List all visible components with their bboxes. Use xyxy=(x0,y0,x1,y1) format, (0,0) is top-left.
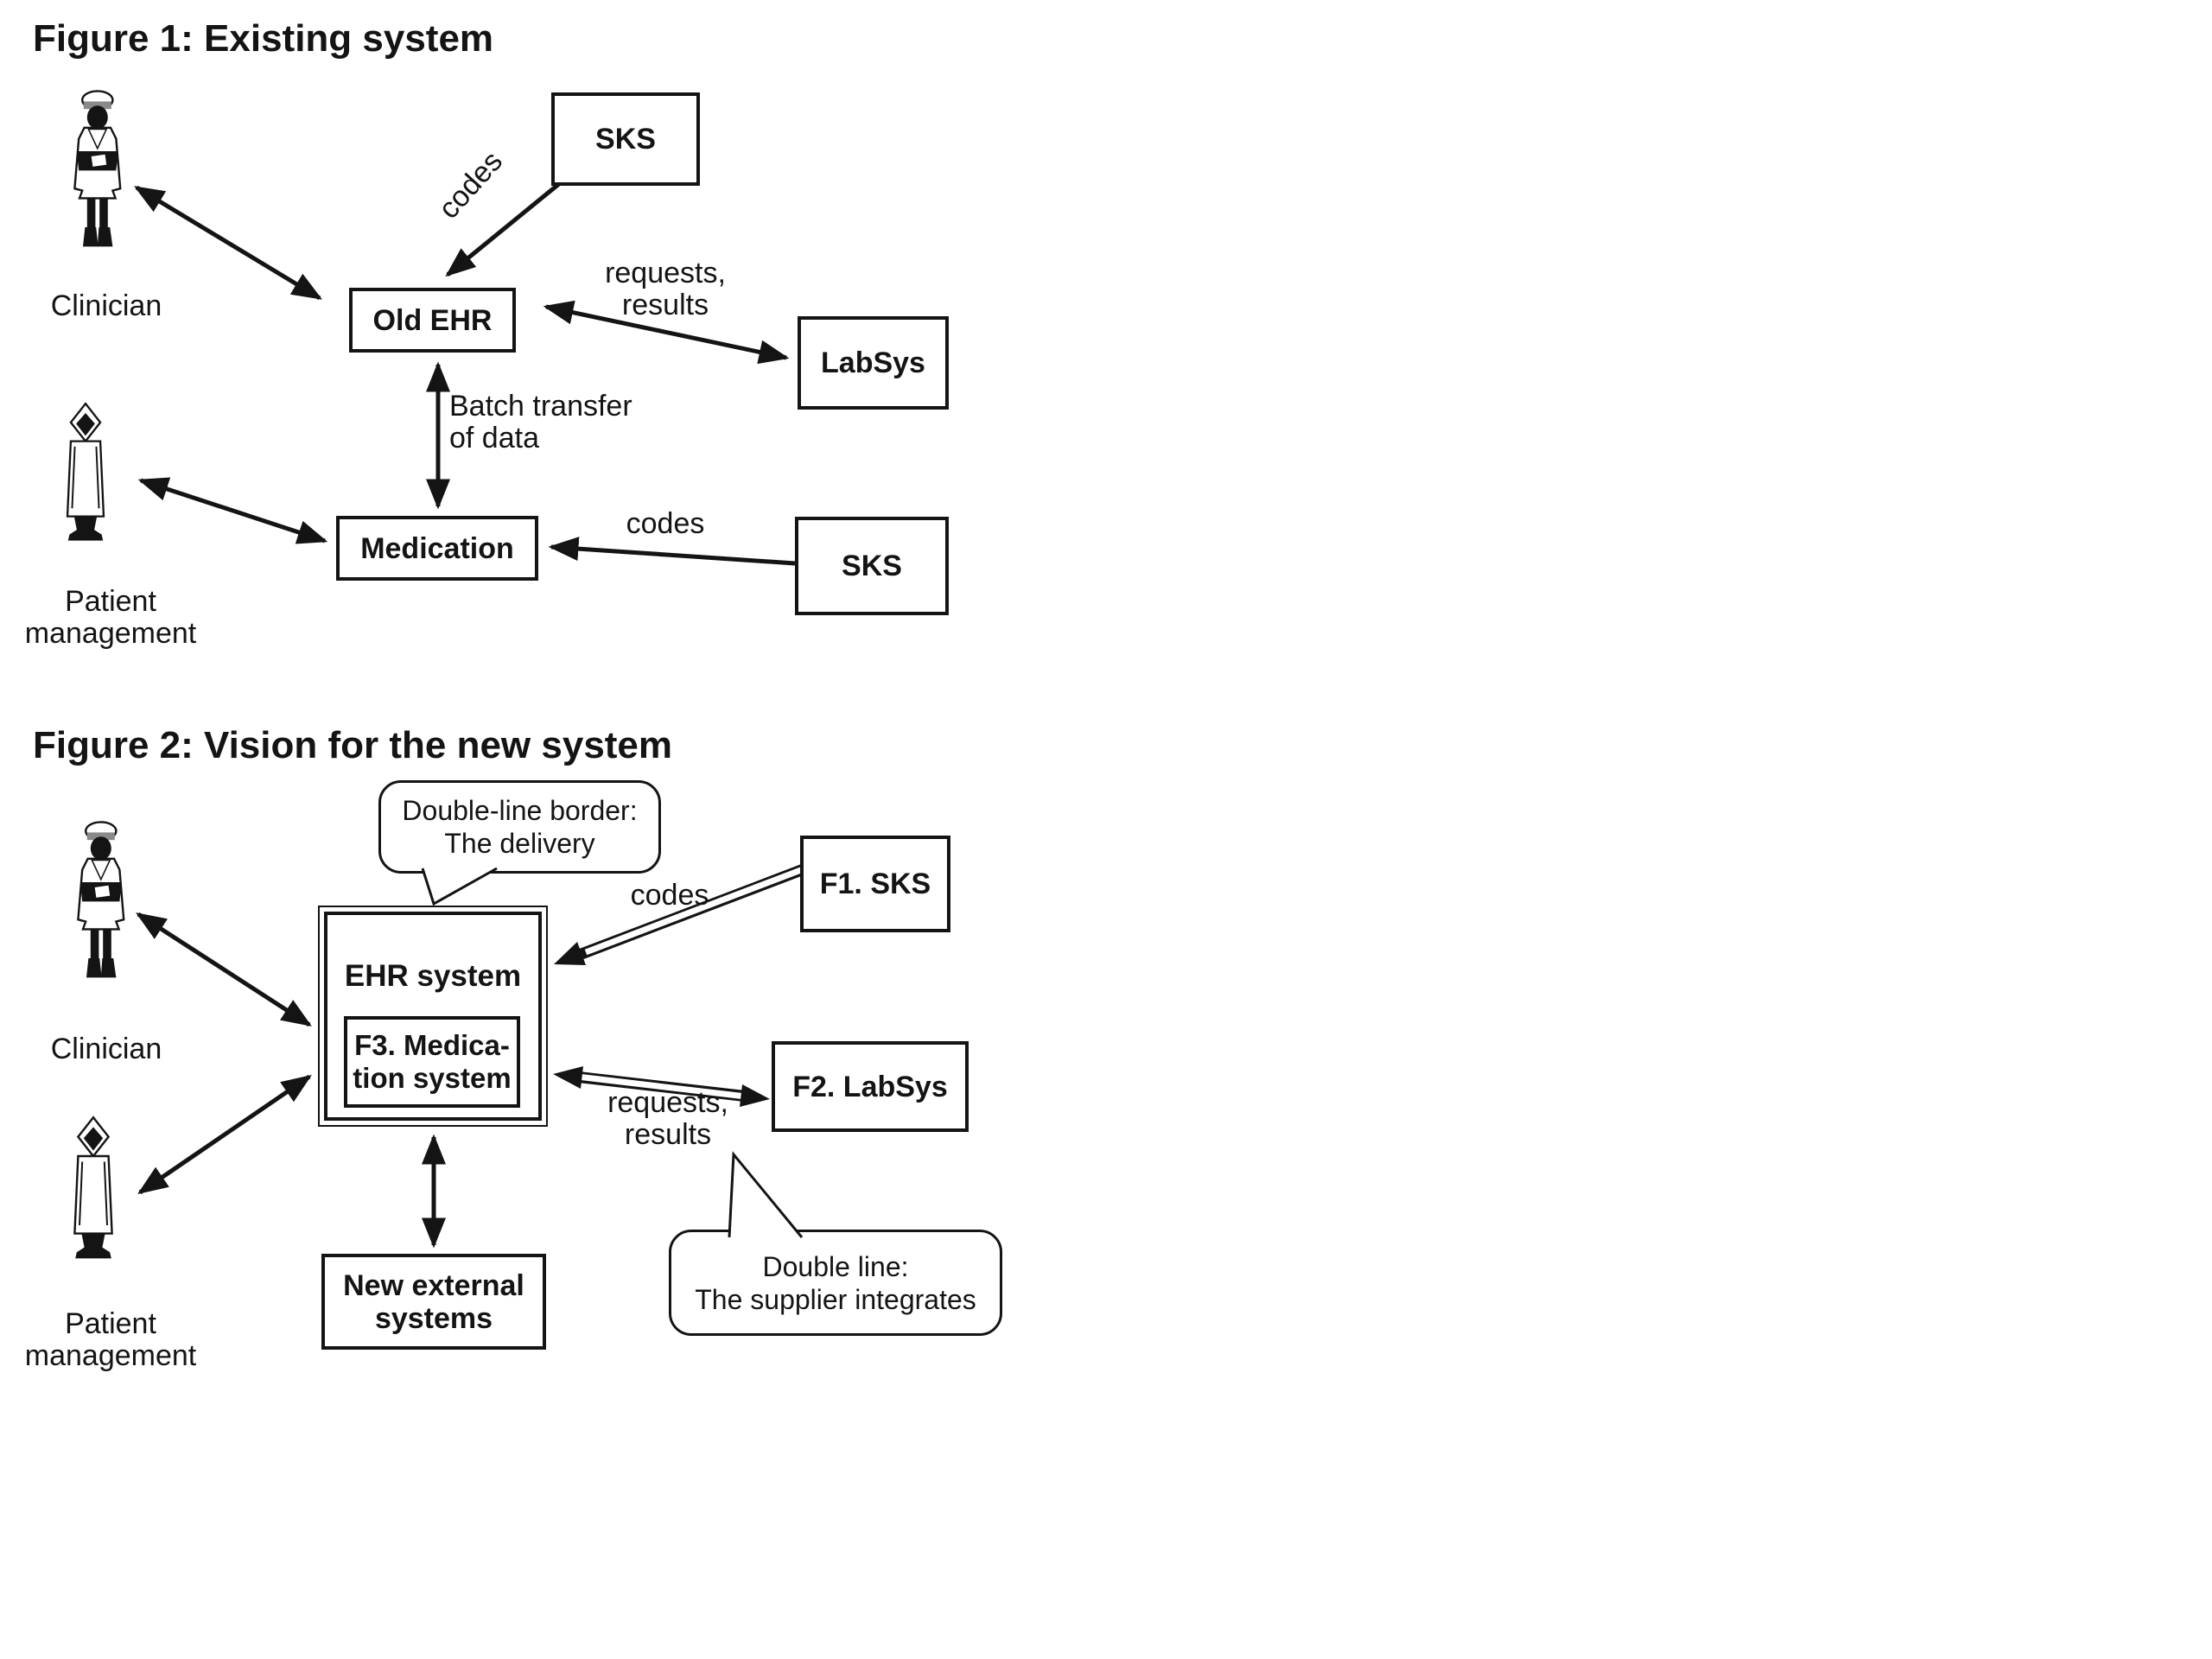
batch-transfer-label: Batch transfer of data xyxy=(449,391,665,454)
new-external-systems-box: New external systems xyxy=(321,1254,546,1350)
new-external-line1: New external xyxy=(343,1268,524,1302)
sks-bottom-box: SKS xyxy=(795,517,949,615)
delivery-callout-bubble: Double-line border: The delivery xyxy=(378,780,661,874)
supplier-callout-line2: The supplier integrates xyxy=(695,1283,976,1315)
results-line: results xyxy=(624,1118,712,1151)
batch-line2: of data xyxy=(449,422,539,454)
f3-label-line2: tion system xyxy=(353,1062,512,1094)
ehr-system-label: EHR system xyxy=(344,959,522,993)
arrow-patient-ehr xyxy=(137,1074,312,1195)
delivery-callout-line1: Double-line border: xyxy=(402,795,638,826)
f2-labsys-box: F2. LabSys xyxy=(772,1041,969,1132)
labsys-box: LabSys xyxy=(798,316,949,410)
patient-person-icon xyxy=(52,401,119,575)
arrow-clinician-ehr xyxy=(136,912,312,1027)
figure2-title: Figure 2: Vision for the new system xyxy=(33,724,673,766)
codes-top-label: codes xyxy=(432,144,510,226)
patient-management-label: Patient management xyxy=(16,586,206,650)
clinician-icon xyxy=(66,816,135,1004)
figure1-title: Figure 1: Existing system xyxy=(33,17,494,60)
f1-sks-box: F1. SKS xyxy=(800,836,950,932)
patient-label-line1: Patient xyxy=(65,1307,156,1340)
clinician-label: Clinician xyxy=(50,289,162,322)
arrow-sks-codes-medication xyxy=(548,537,796,566)
supplier-callout-tail xyxy=(728,1151,804,1238)
patient-person-icon xyxy=(59,1115,128,1294)
arrow-patient-medication xyxy=(137,477,328,544)
patient-label-line1: Patient xyxy=(65,585,156,618)
patient-label-line2: management xyxy=(24,617,197,650)
results-line: results xyxy=(621,289,709,321)
medication-box: Medication xyxy=(336,516,538,581)
f3-medication-box: F3. Medica- tion system xyxy=(344,1016,520,1108)
codes-label: codes xyxy=(630,879,709,912)
ehr-system-box: EHR system F3. Medica- tion system xyxy=(318,906,548,1127)
delivery-callout-line2: The delivery xyxy=(444,828,595,859)
ehr-system-inner-border xyxy=(324,912,542,1121)
sks-top-box: SKS xyxy=(551,92,700,186)
supplier-callout-line1: Double line: xyxy=(762,1250,909,1282)
new-external-line2: systems xyxy=(374,1301,493,1335)
old-ehr-box: Old EHR xyxy=(349,288,516,353)
codes-bottom-label: codes xyxy=(626,507,705,540)
arrow-clinician-oldehr xyxy=(134,185,322,301)
requests-line: requests, xyxy=(607,1086,728,1119)
clinician-icon xyxy=(62,85,131,273)
f3-label-line1: F3. Medica- xyxy=(354,1029,510,1061)
requests-line: requests, xyxy=(605,257,726,289)
patient-management-label: Patient management xyxy=(16,1308,206,1372)
batch-line1: Batch transfer xyxy=(449,390,632,423)
delivery-callout-tail xyxy=(421,867,498,906)
requests-results-label: requests, results xyxy=(588,257,743,321)
supplier-callout-bubble: Double line: The supplier integrates xyxy=(669,1230,1002,1336)
patient-label-line2: management xyxy=(24,1339,197,1372)
clinician-label: Clinician xyxy=(50,1033,162,1065)
requests-results-label: requests, results xyxy=(594,1087,741,1151)
